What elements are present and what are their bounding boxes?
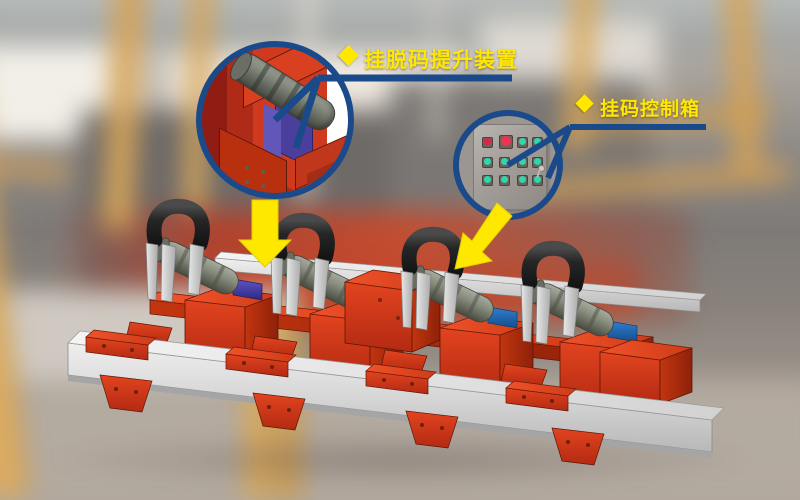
callout-2-label: 挂码控制箱	[600, 99, 701, 120]
right-end-housing	[599, 339, 693, 405]
callout-1-label: 挂脱码提升装置	[364, 49, 518, 72]
beam-gussets	[99, 374, 605, 466]
beam-mount-pads	[85, 329, 577, 412]
lifting-station	[125, 198, 279, 366]
callout-2-ring	[453, 110, 563, 220]
callout-1-ring	[196, 41, 354, 199]
